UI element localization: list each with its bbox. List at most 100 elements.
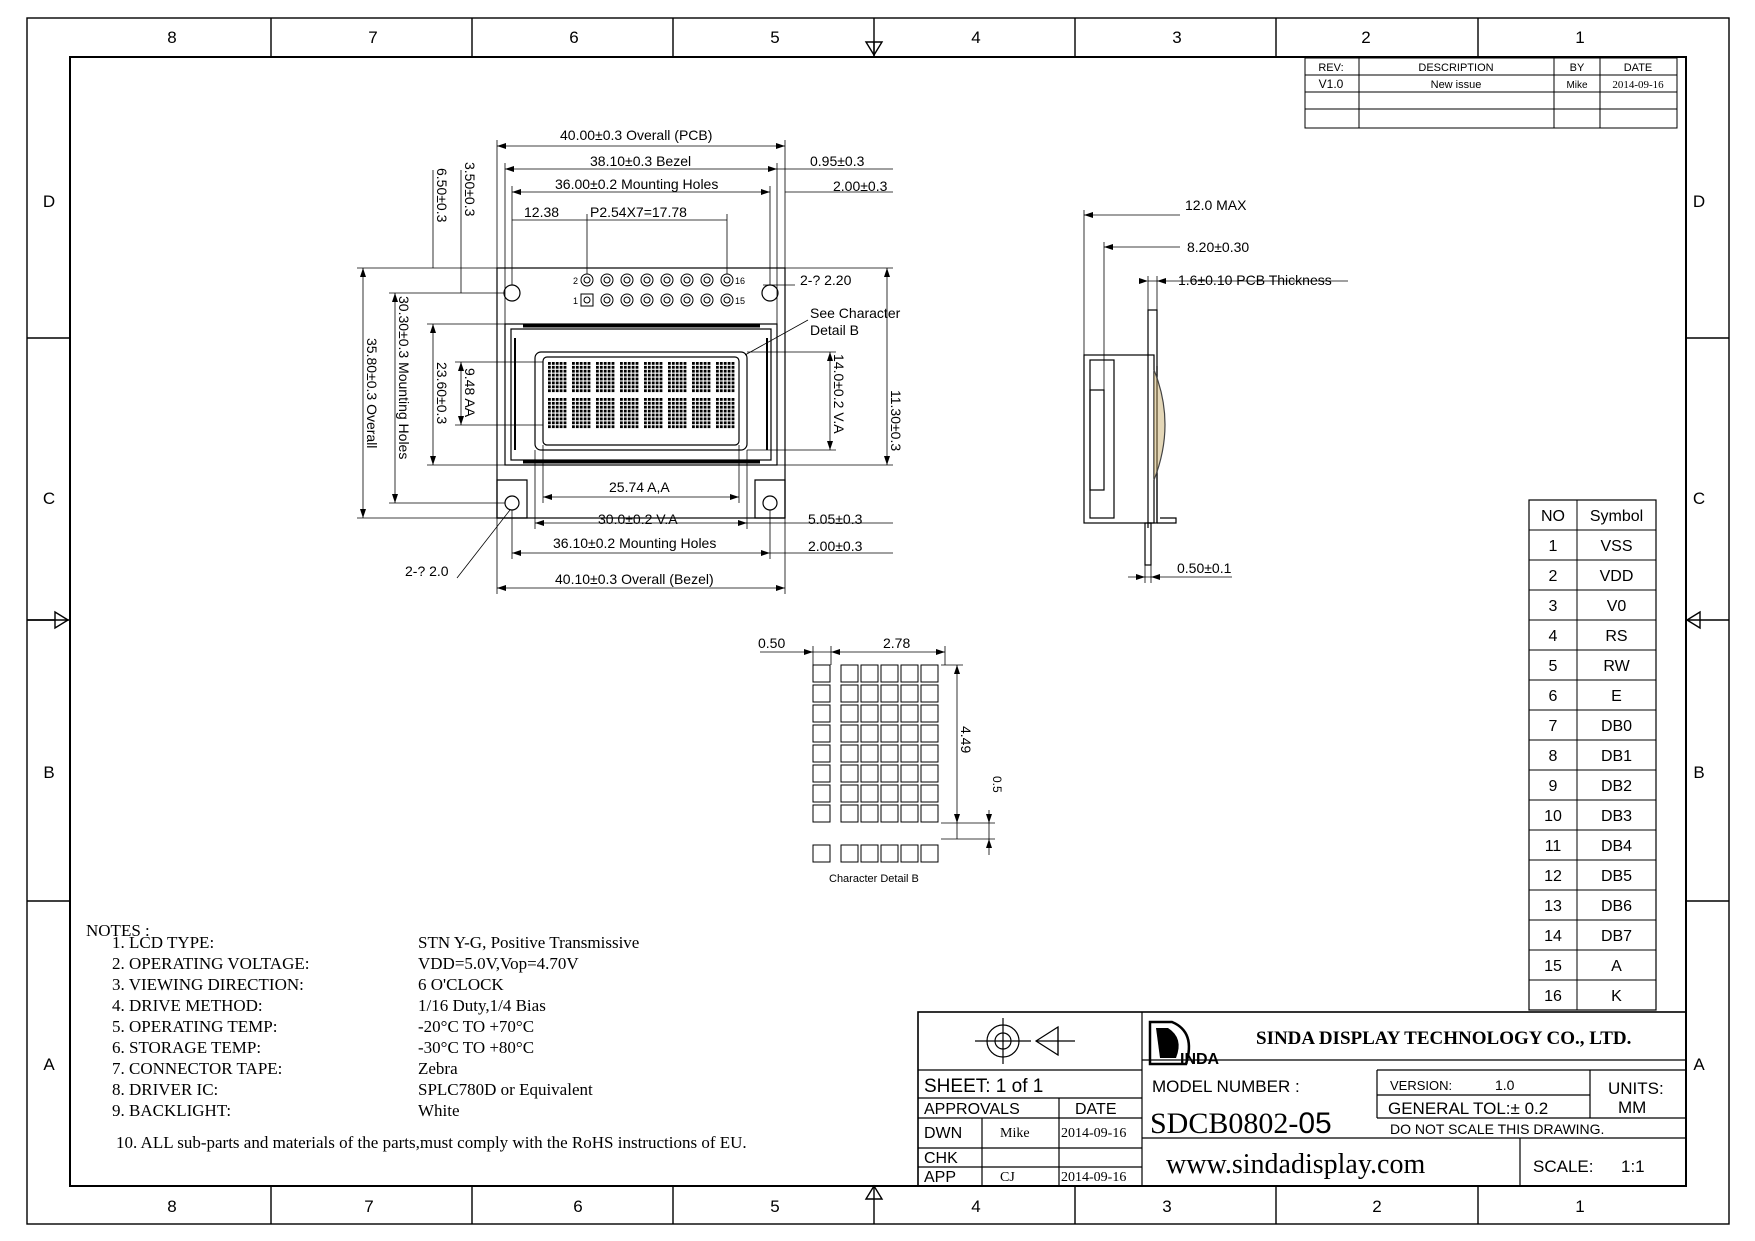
dot-cell	[812, 704, 831, 723]
pin-number: 6	[1549, 688, 1558, 705]
note-value: -20°C TO +70°C	[418, 1017, 535, 1036]
dot-cell	[880, 724, 899, 743]
dot-cell	[840, 804, 859, 823]
revision-block	[1304, 57, 1678, 129]
dim-va-width-2: 30.0±0.2 V.A	[598, 511, 678, 527]
pin-symbol: VDD	[1600, 568, 1634, 585]
note-value: White	[418, 1101, 460, 1120]
side-arrowheads	[1084, 212, 1166, 580]
pin-symbol: DB5	[1601, 868, 1632, 885]
character-matrix	[548, 362, 735, 429]
pin-symbol: RS	[1605, 628, 1627, 645]
dot-cell	[900, 844, 919, 863]
dot-cell	[812, 784, 831, 803]
pin-labels: 2 1 16 15	[573, 276, 745, 306]
front-dimension-lines	[357, 140, 893, 594]
model-number-label: MODEL NUMBER :	[1152, 1077, 1300, 1096]
pin-symbol: RW	[1603, 658, 1630, 675]
lcd-character-cell	[692, 362, 711, 393]
dot-cell	[812, 724, 831, 743]
dot-cell	[860, 764, 879, 783]
note-label: 7. CONNECTOR TAPE:	[112, 1059, 283, 1078]
lcd-character-cell	[644, 362, 663, 393]
dot-cell	[900, 784, 919, 803]
dim-pin-pitch: P2.54X7=17.78	[590, 204, 687, 220]
dot-cell	[880, 744, 899, 763]
pin-number: 11	[1545, 838, 1562, 855]
border-frame	[26, 17, 1730, 1225]
row-label: C	[43, 489, 55, 508]
see-detail-b-line2: Detail B	[810, 322, 859, 338]
dim-hole-diameter-2: 2-? 2.0	[405, 563, 449, 579]
dot-cell	[900, 764, 919, 783]
dot-cell	[920, 804, 939, 823]
dim-pcb-thickness: 1.6±0.10 PCB Thickness	[1178, 272, 1332, 288]
column-label: 3	[1172, 28, 1181, 47]
dot-cell	[840, 764, 859, 783]
pin-number: 2	[1549, 568, 1558, 585]
sinda-logo: INDA	[1148, 1020, 1220, 1068]
pin-symbol: DB1	[1601, 748, 1632, 765]
dot-cell	[880, 764, 899, 783]
dot-cell	[840, 664, 859, 683]
dot-cell	[860, 844, 879, 863]
lcd-character-cell	[548, 398, 567, 429]
dim-holes-width-bottom: 36.10±0.2 Mounting Holes	[553, 535, 716, 551]
pin-number: 16	[1544, 988, 1562, 1005]
approvals-label: APPROVALS	[924, 1101, 1020, 1118]
note-rohs: 10. ALL sub-parts and materials of the p…	[116, 1133, 747, 1152]
dot-cell	[900, 664, 919, 683]
lcd-character-cell	[716, 362, 735, 393]
dim-aa-height: 9.48 AA	[462, 368, 478, 418]
dot-cell	[920, 724, 939, 743]
dot-cell	[812, 844, 831, 863]
dot-cell	[900, 804, 919, 823]
dim-gap-1: 0.95±0.3	[810, 153, 865, 169]
pin-symbol: DB6	[1601, 898, 1632, 915]
pin-label: 15	[735, 296, 745, 306]
description-value: New issue	[1431, 79, 1482, 91]
note-label: 6. STORAGE TEMP:	[112, 1038, 262, 1057]
dot-cell	[860, 804, 879, 823]
dot-cell	[900, 744, 919, 763]
dim-gap-2: 2.00±0.3	[833, 178, 888, 194]
pin-number: 12	[1544, 868, 1562, 885]
lcd-front-view	[496, 267, 786, 519]
note-label: 2. OPERATING VOLTAGE:	[112, 954, 310, 973]
dot-cell	[880, 784, 899, 803]
see-detail-b-line1: See Character	[810, 305, 901, 321]
app-name: CJ	[1000, 1170, 1015, 1185]
lcd-character-cell	[620, 398, 639, 429]
dot-cell	[900, 704, 919, 723]
column-label: 1	[1575, 1197, 1584, 1216]
pin-label: 1	[573, 296, 578, 306]
rev-value: V1.0	[1319, 77, 1344, 91]
note-label: 5. OPERATING TEMP:	[112, 1017, 278, 1036]
lcd-character-cell	[668, 398, 687, 429]
pin-symbol: DB0	[1601, 718, 1632, 735]
chk-label: CHK	[924, 1150, 958, 1167]
dim-va-height: 14.0±0.2 V.A	[831, 354, 847, 434]
dim-char-width: 2.78	[883, 635, 910, 651]
pin-symbol: DB3	[1601, 808, 1632, 825]
dot-cell	[812, 684, 831, 703]
dot-cell	[860, 664, 879, 683]
app-label: APP	[924, 1169, 956, 1186]
pin-label: 2	[573, 276, 578, 286]
dim-height-holes: 30.30±0.3 Mounting Holes	[396, 296, 412, 459]
detail-b-arrowheads	[804, 649, 992, 848]
dot-cell	[812, 764, 831, 783]
dot-cell	[840, 684, 859, 703]
lcd-character-cell	[644, 398, 663, 429]
pin-symbol-header: Symbol	[1590, 508, 1643, 525]
column-label: 5	[770, 1197, 779, 1216]
lcd-character-cell	[668, 362, 687, 393]
lcd-character-cell	[620, 362, 639, 393]
general-tolerance: GENERAL TOL:± 0.2	[1388, 1099, 1548, 1118]
column-label: 7	[364, 1197, 373, 1216]
note-value: Zebra	[418, 1059, 458, 1078]
dim-va-width: 25.74 A,A	[609, 479, 670, 495]
note-label: 8. DRIVER IC:	[112, 1080, 219, 1099]
company-name: SINDA DISPLAY TECHNOLOGY CO., LTD.	[1256, 1028, 1631, 1049]
